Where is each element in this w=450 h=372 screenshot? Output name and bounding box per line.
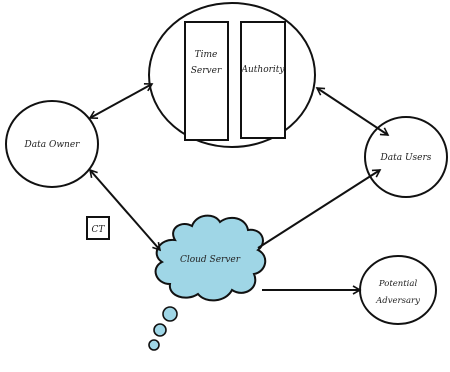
cloud-server-label: Cloud Server bbox=[180, 255, 241, 265]
ct-label: CT bbox=[92, 225, 106, 235]
data-owner-node bbox=[5, 100, 99, 188]
arrow-owner-cloud bbox=[88, 168, 162, 252]
authority-box bbox=[240, 21, 286, 139]
cloud-tail-bubble-2 bbox=[153, 323, 167, 337]
arrow-cloud-users bbox=[257, 169, 382, 249]
data-users-node bbox=[364, 116, 448, 198]
cloud-server-node bbox=[154, 214, 267, 302]
data-owner-label: Data Owner bbox=[24, 140, 81, 150]
server-cluster-ellipse bbox=[148, 2, 316, 148]
authority-label: Authority bbox=[240, 65, 285, 75]
time-server-box bbox=[184, 21, 229, 141]
time-server-label-line1: Time bbox=[195, 50, 218, 60]
potential-adversary-label-line1: Potential bbox=[378, 279, 418, 289]
arrow-owner-cluster bbox=[88, 83, 154, 119]
data-users-label: Data Users bbox=[380, 153, 432, 163]
time-server-label-line2: Server bbox=[191, 66, 222, 76]
potential-adversary-label-line2: Adversary bbox=[375, 296, 420, 306]
potential-adversary-node bbox=[359, 255, 437, 325]
cloud-tail-bubble-1 bbox=[162, 306, 178, 322]
arrow-cluster-users bbox=[315, 87, 390, 136]
cloud-tail-bubble-3 bbox=[148, 339, 160, 351]
